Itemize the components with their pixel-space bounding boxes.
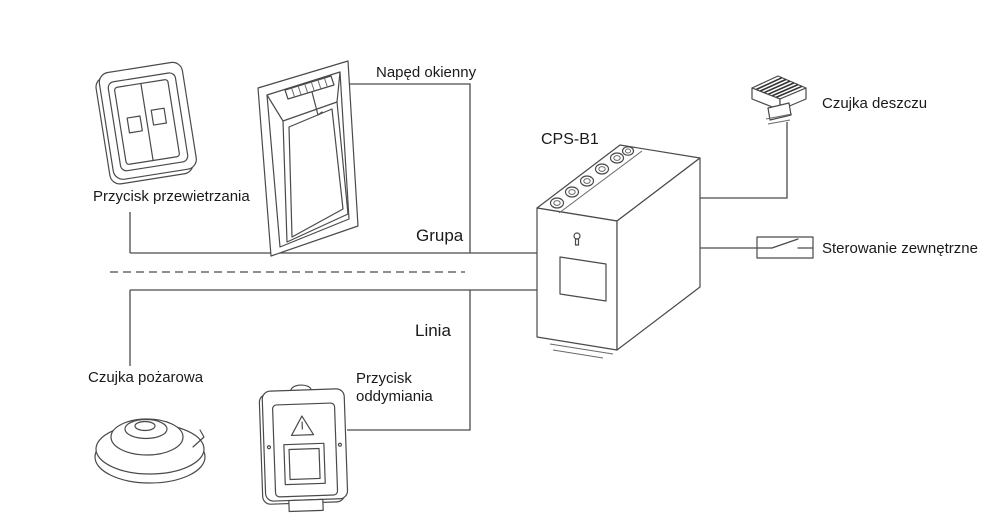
fire-detector-icon [94,418,206,484]
label-cps-b1: CPS-B1 [541,131,599,148]
label-smoke-button-line1: Przycisk [356,370,412,387]
label-rain-sensor: Czujka deszczu [822,95,927,112]
window-actuator-icon [284,75,335,116]
label-smoke-button-line2: oddymiania [356,388,433,405]
label-window-drive: Napęd okienny [376,64,477,81]
ventilation-switch-icon [95,61,197,185]
rain-sensor-line [697,122,788,199]
external-control-icon [756,236,814,259]
label-ventilation-button: Przycisk przewietrzania [93,188,250,205]
window-drive-icon [257,60,359,257]
label-external-control: Sterowanie zewnętrzne [822,240,978,257]
control-panel-icon [536,144,701,359]
panel-lock-icon [573,232,581,246]
label-fire-detector: Czujka pożarowa [88,369,204,386]
linia-callpoint-line [347,290,471,431]
warning-triangle-icon [290,415,315,437]
label-linia: Linia [415,321,451,340]
window-drive-line [350,83,471,253]
smoke-button-icon [258,384,349,513]
labels: Przycisk przewietrzania Napęd okienny Gr… [88,64,978,405]
cable-glands-icon [549,146,635,209]
connection-lines [110,83,788,431]
label-grupa: Grupa [416,226,464,245]
rain-sensor-icon [751,75,807,125]
panel-nameplate [559,256,607,302]
